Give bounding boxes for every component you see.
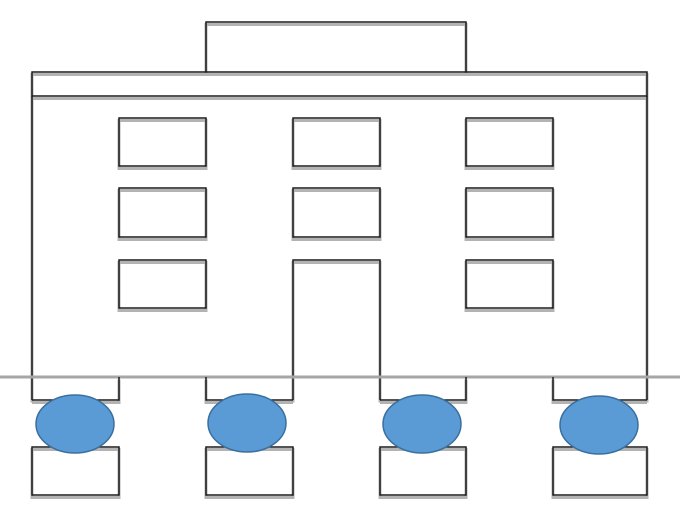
shadow	[291, 189, 382, 241]
window	[465, 187, 554, 238]
window	[118, 187, 207, 238]
foundation-block	[205, 446, 294, 496]
foundation-block	[31, 446, 120, 496]
shadow	[117, 261, 208, 312]
roof-penthouse	[205, 21, 467, 72]
shadow	[117, 189, 208, 241]
shadow	[30, 73, 649, 100]
shadow	[464, 119, 555, 170]
shadow	[551, 448, 649, 499]
outline-layer	[0, 21, 680, 496]
shadow	[204, 23, 468, 75]
window	[118, 259, 207, 309]
shadow	[291, 119, 382, 170]
shadow	[291, 261, 382, 403]
shadow	[30, 448, 121, 499]
foundation-block	[379, 446, 467, 496]
window	[465, 117, 554, 167]
window	[118, 117, 207, 167]
base-isolator	[207, 393, 287, 453]
window	[292, 117, 381, 167]
window	[465, 259, 554, 309]
base-isolator	[559, 395, 639, 455]
shadow	[204, 448, 295, 499]
base-isolator	[382, 394, 462, 454]
window	[292, 187, 381, 238]
shadow	[464, 189, 555, 241]
door	[292, 259, 381, 400]
base-isolator	[35, 394, 115, 454]
roof-slab	[31, 71, 648, 97]
shadow	[378, 448, 468, 499]
shadow	[464, 261, 555, 312]
shadow	[117, 119, 208, 170]
